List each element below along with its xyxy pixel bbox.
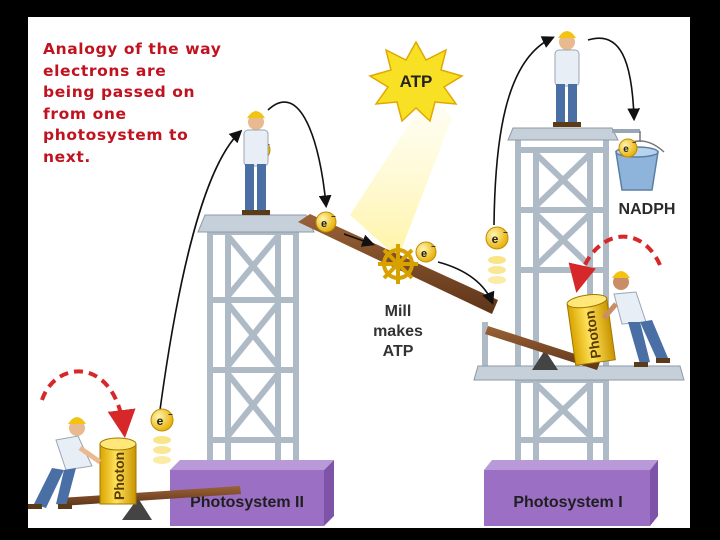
svg-text:e: e	[157, 414, 164, 428]
worker-figure-top-left	[242, 111, 270, 215]
svg-text:−: −	[503, 228, 508, 237]
right-seesaw	[485, 326, 600, 370]
atp-starburst-icon: ATP	[368, 40, 464, 123]
photosystem-ii-tower	[197, 214, 315, 470]
caption-text: Analogy of the way electrons are being p…	[43, 40, 222, 166]
arrow-electron-to-ramp	[267, 101, 332, 209]
svg-text:−: −	[168, 410, 173, 419]
arrow-electron-to-bucket	[587, 37, 641, 122]
photon-label-right: Photon	[581, 310, 604, 360]
svg-text:e: e	[623, 144, 629, 155]
electron-ball-mill: e −	[415, 241, 437, 263]
photosystem-ii-box: Photosystem II	[170, 460, 334, 526]
nadph-label: NADPH	[619, 201, 676, 218]
energy-beam	[350, 92, 452, 258]
mill-label-1: Mill	[385, 303, 412, 320]
arrow-photon-right	[568, 234, 662, 293]
worker-figure-bottom-left	[28, 417, 102, 509]
photosystem-i-box: Photosystem I	[484, 460, 658, 526]
mill-label-2: makes	[373, 323, 423, 340]
electron-ball-bucket: e −	[618, 138, 638, 158]
svg-text:−: −	[331, 212, 336, 221]
electron-ball-psii: e −	[150, 408, 174, 432]
svg-text:−: −	[632, 140, 636, 147]
arrow-electron-to-psi	[437, 261, 495, 305]
arrow-photon-left	[40, 369, 136, 438]
mill-wheel-icon	[378, 244, 418, 284]
svg-text:e: e	[421, 248, 427, 260]
photosystem-i-label: Photosystem I	[513, 494, 622, 511]
arrow-electron-up-right	[493, 36, 555, 226]
photon-cylinder-left: Photon	[99, 437, 137, 505]
electron-ball-ramp-top: e −	[315, 211, 337, 233]
atp-label: ATP	[400, 72, 433, 91]
arrow-electron-up-left	[159, 129, 243, 411]
arrow-electron-to-mill	[343, 233, 376, 247]
worker-figure-bottom-right	[602, 271, 670, 367]
mill-label-3: ATP	[383, 343, 414, 360]
photosystem-ii-label: Photosystem II	[190, 494, 304, 511]
svg-text:e: e	[492, 232, 499, 246]
electron-ball-psi: e −	[485, 226, 509, 250]
svg-text:e: e	[321, 218, 327, 230]
photon-label-left: Photon	[111, 452, 127, 500]
svg-text:−: −	[431, 242, 436, 251]
worker-figure-top-right	[553, 31, 581, 127]
